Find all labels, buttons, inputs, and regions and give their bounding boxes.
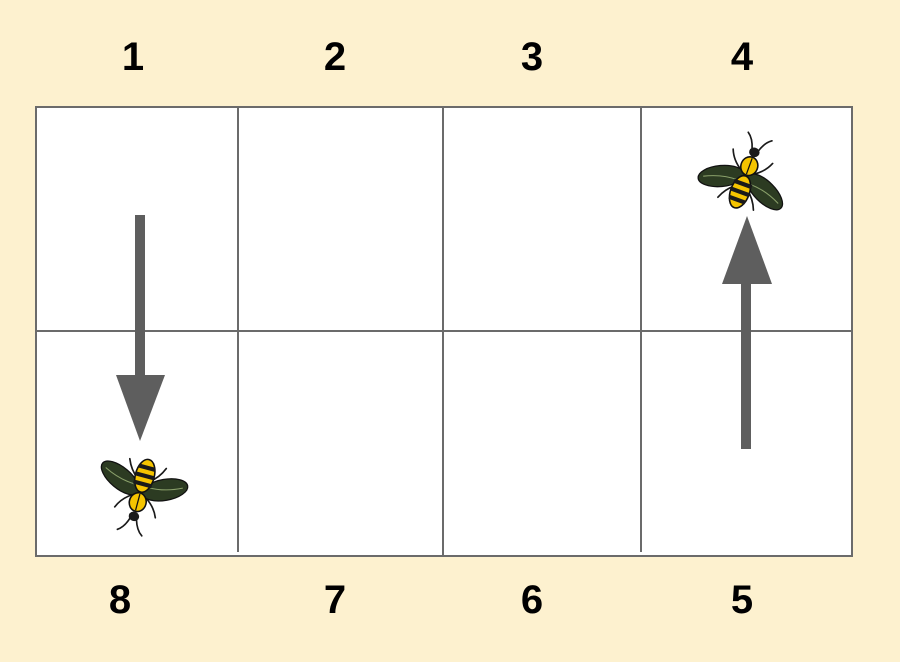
- label-4: 4: [730, 35, 754, 79]
- label-3: 3: [520, 35, 544, 79]
- arrow-down-icon: [116, 215, 165, 441]
- label-6: 6: [520, 578, 544, 622]
- label-7: 7: [323, 578, 347, 622]
- label-8: 8: [108, 578, 132, 622]
- label-5: 5: [730, 578, 754, 622]
- arrow-up-icon: [722, 216, 772, 449]
- label-1: 1: [121, 35, 145, 79]
- label-2: 2: [323, 35, 347, 79]
